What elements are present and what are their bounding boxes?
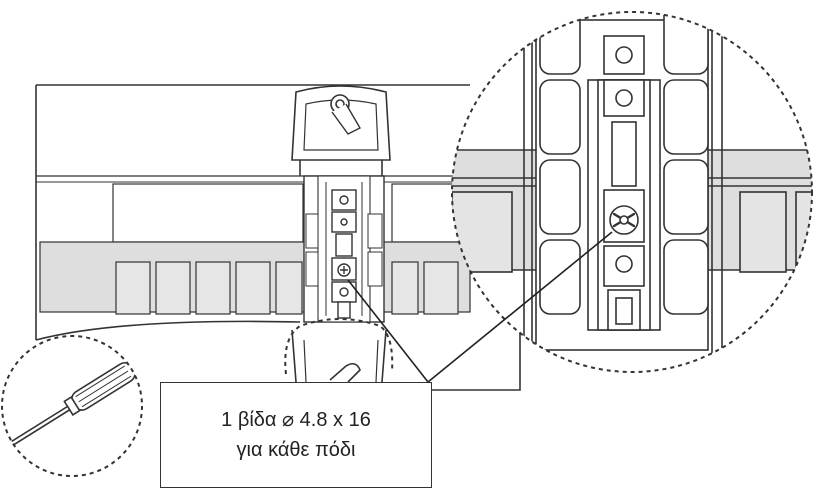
leg-column-center xyxy=(303,175,385,323)
screw-head-icon xyxy=(337,263,351,277)
panel-slats xyxy=(115,261,459,315)
leader-lines xyxy=(347,231,613,383)
bracket-highlight-dashes xyxy=(284,318,394,375)
screw-head-icon xyxy=(609,205,639,235)
leg-bracket-top xyxy=(291,85,391,176)
callout-line-2: για κάθε πόδι xyxy=(236,439,356,461)
callout-line-1: 1 βίδα ⌀ 4.8 x 16 xyxy=(221,409,371,431)
magnifier-border xyxy=(451,11,813,373)
magnified-detail-view xyxy=(452,12,812,372)
screwdriver-icon xyxy=(5,361,136,450)
leg-bracket-bottom xyxy=(290,329,390,383)
screw-spec-callout: 1 βίδα ⌀ 4.8 x 16 για κάθε πόδι xyxy=(160,382,432,488)
tool-bubble-border xyxy=(1,335,143,477)
cabinet-main-view xyxy=(35,84,521,391)
